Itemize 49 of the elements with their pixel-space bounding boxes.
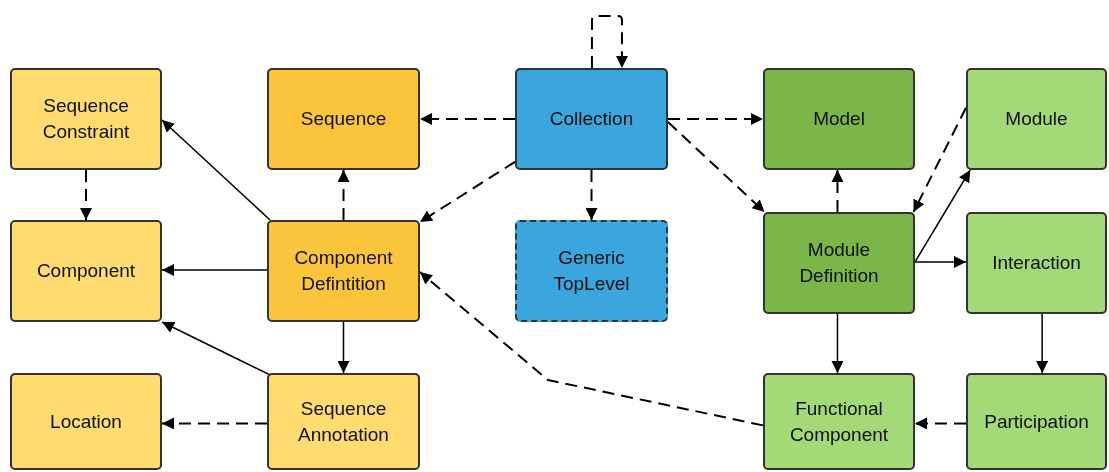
arrow xyxy=(161,119,271,221)
arrow xyxy=(585,169,598,221)
class-name: Collection xyxy=(548,107,635,131)
class-box xyxy=(763,373,915,470)
arrow xyxy=(80,169,92,221)
arrow xyxy=(419,271,764,427)
class-box xyxy=(10,68,162,170)
arrow xyxy=(590,15,628,69)
arrow xyxy=(914,417,967,430)
class-box xyxy=(966,68,1107,170)
class-box xyxy=(966,212,1107,314)
class-name: Interaction xyxy=(991,251,1082,275)
arrow xyxy=(914,256,967,268)
class-name: Component Defintition xyxy=(293,246,394,296)
class-box xyxy=(267,68,420,170)
class-name: Sequence Annotation xyxy=(297,396,390,447)
class-name: Generic TopLevel xyxy=(552,246,631,296)
arrow xyxy=(161,417,268,430)
class-name: Sequence xyxy=(299,107,388,131)
class-name: Functional Component xyxy=(788,396,890,447)
class-box xyxy=(515,220,668,322)
arrow xyxy=(161,264,268,276)
class-name: Component xyxy=(35,259,137,283)
class-name: Participation xyxy=(983,409,1090,434)
class-name: Module Definition xyxy=(798,238,880,288)
class-box xyxy=(10,220,162,322)
arrow xyxy=(831,313,844,374)
class-box xyxy=(10,373,162,470)
class-box xyxy=(763,68,915,170)
class-box xyxy=(966,373,1107,470)
class-name: Location xyxy=(49,409,123,434)
arrow xyxy=(419,113,516,125)
class-name: Sequence Constraint xyxy=(41,94,131,144)
arrow xyxy=(337,321,350,374)
arrow xyxy=(419,160,516,224)
class-box xyxy=(515,68,668,170)
class-name: Module xyxy=(1004,107,1069,131)
arrow xyxy=(831,169,844,213)
arrow xyxy=(667,121,766,213)
class-box xyxy=(267,220,420,322)
arrow xyxy=(912,106,967,213)
arrow xyxy=(914,169,971,263)
class-box xyxy=(763,212,915,314)
class-box xyxy=(267,373,420,470)
arrow xyxy=(337,169,350,221)
arrow xyxy=(161,321,271,376)
arrow xyxy=(1036,313,1049,374)
arrow xyxy=(667,113,764,125)
class-name: Model xyxy=(812,107,866,131)
